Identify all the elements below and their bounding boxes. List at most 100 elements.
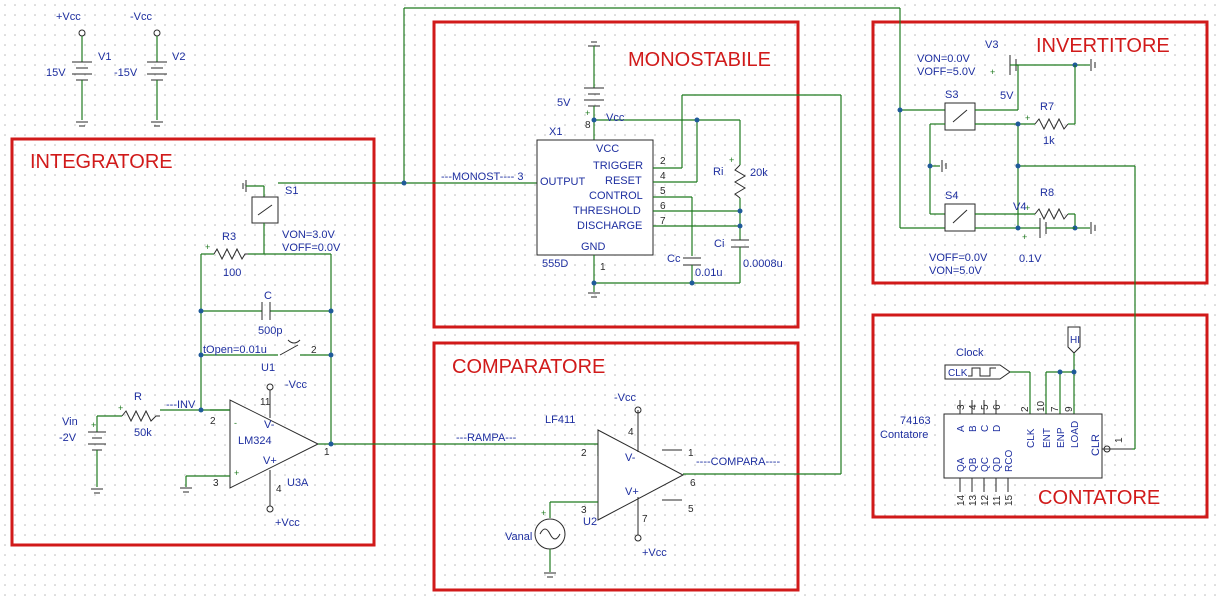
svg-text:555D: 555D bbox=[542, 258, 568, 270]
resistor-ri[interactable]: Ri 20k + bbox=[713, 155, 768, 199]
svg-text:6: 6 bbox=[690, 478, 696, 489]
supply-v3[interactable]: V3 5V + bbox=[985, 39, 1096, 110]
counter-pin-num-b: 4 bbox=[968, 404, 979, 410]
svg-text:Ci: Ci bbox=[714, 238, 724, 250]
counter-pin-num-clk: 2 bbox=[1020, 406, 1031, 412]
resistor-r8[interactable]: R8 + bbox=[1025, 187, 1069, 221]
contatore-box bbox=[871, 313, 1209, 519]
svg-text:-: - bbox=[234, 418, 237, 428]
supply-v1[interactable]: +Vcc V1 15V bbox=[46, 11, 111, 127]
svg-text:1: 1 bbox=[324, 447, 330, 458]
svg-text:U1: U1 bbox=[261, 362, 275, 374]
capacitor-cc[interactable]: Cc 0.01u bbox=[667, 253, 723, 279]
svg-text:0.0008u: 0.0008u bbox=[743, 258, 783, 270]
counter-pin-label-ent: ENT bbox=[1042, 428, 1053, 448]
timer-555[interactable]: X1 VCC TRIGGER RESET OUTPUT CONTROL THRE… bbox=[536, 120, 666, 273]
svg-text:0.1V: 0.1V bbox=[1019, 253, 1042, 265]
svg-text:U3A: U3A bbox=[287, 477, 309, 489]
switch-s4[interactable]: S4 VOFF=0.0V VON=5.0V bbox=[929, 190, 988, 277]
svg-text:1: 1 bbox=[1114, 437, 1125, 443]
svg-text:X1: X1 bbox=[549, 126, 562, 138]
resistor-r7[interactable]: R7 1k + bbox=[1025, 101, 1069, 147]
switch-s1[interactable]: S1 VON=3.0V VOFF=0.0V bbox=[242, 180, 341, 254]
contatore-title: CONTATORE bbox=[1038, 487, 1160, 509]
svg-text:VON=5.0V: VON=5.0V bbox=[929, 265, 983, 277]
switch-s3[interactable]: S3 VON=0.0V VOFF=5.0V bbox=[917, 53, 976, 131]
svg-text:5: 5 bbox=[688, 504, 694, 515]
counter-pin-num-qb: 13 bbox=[968, 494, 979, 506]
svg-text:8: 8 bbox=[585, 120, 591, 131]
monostabile-box bbox=[432, 20, 800, 329]
counter-pin-label-qa: QA bbox=[956, 457, 967, 472]
svg-text:4: 4 bbox=[660, 171, 666, 182]
svg-text:V1: V1 bbox=[98, 51, 111, 63]
svg-text:2: 2 bbox=[581, 448, 587, 459]
counter-pin-label-c: C bbox=[980, 425, 991, 432]
svg-text:LM324: LM324 bbox=[238, 435, 272, 447]
integratore-box bbox=[10, 137, 376, 547]
svg-text:20k: 20k bbox=[750, 167, 768, 179]
svg-text:DISCHARGE: DISCHARGE bbox=[577, 220, 642, 232]
capacitor-c[interactable]: C 500p bbox=[258, 290, 282, 337]
svg-text:11: 11 bbox=[260, 397, 271, 408]
counter-pin-num-c: 5 bbox=[980, 404, 991, 410]
svg-text:VCC: VCC bbox=[596, 143, 619, 155]
counter-pin-label-b: B bbox=[968, 425, 979, 432]
counter-pin-num-qd: 11 bbox=[992, 495, 1003, 506]
svg-text:1k: 1k bbox=[1043, 135, 1055, 147]
invertitore-box bbox=[871, 20, 1209, 285]
svg-text:50k: 50k bbox=[134, 427, 152, 439]
svg-text:V+: V+ bbox=[625, 486, 639, 498]
svg-text:Vcc: Vcc bbox=[606, 112, 625, 124]
supply-v2[interactable]: -Vcc V2 -15V bbox=[114, 11, 185, 127]
opamp-lf411[interactable]: LF411 V- V+ -Vcc +Vcc 2 3 4 7 6 1 5 U2 bbox=[545, 392, 696, 559]
svg-text:VOFF=5.0V: VOFF=5.0V bbox=[917, 66, 976, 78]
clock-source[interactable]: Clock CLK bbox=[944, 347, 1011, 380]
svg-text:TRIGGER: TRIGGER bbox=[593, 160, 643, 172]
counter-pin-label-qd: QD bbox=[992, 457, 1003, 472]
svg-text:5V: 5V bbox=[557, 97, 571, 109]
svg-text:3: 3 bbox=[581, 505, 587, 516]
supply-v4[interactable]: V4 0.1V + bbox=[1013, 201, 1075, 265]
svg-text:-Vcc: -Vcc bbox=[614, 392, 637, 404]
svg-text:VOFF=0.0V: VOFF=0.0V bbox=[929, 252, 988, 264]
opamp-lm324[interactable]: V- LM324 V+ + - 2 3 11 4 1 -Vcc U3A +Vcc bbox=[210, 379, 330, 529]
svg-text:VOFF=0.0V: VOFF=0.0V bbox=[282, 242, 341, 254]
net-monost: ---MONOST---- 3 bbox=[441, 171, 523, 183]
svg-text:100: 100 bbox=[223, 267, 241, 279]
svg-text:7: 7 bbox=[660, 216, 666, 227]
counter-pin-num-rco: 15 bbox=[1004, 494, 1015, 506]
counter-pin-num-a: 3 bbox=[956, 404, 967, 410]
svg-text:V2: V2 bbox=[172, 51, 185, 63]
svg-text:+: + bbox=[1025, 203, 1030, 213]
hi-flag[interactable]: HI bbox=[1067, 326, 1081, 354]
counter-pin-num-ent: 10 bbox=[1036, 400, 1047, 412]
resistor-r[interactable]: R 50k + bbox=[118, 391, 160, 439]
source-vanal[interactable]: Vanal + bbox=[505, 508, 566, 550]
svg-text:+: + bbox=[118, 403, 123, 413]
counter-pin-label-load: LOAD bbox=[1070, 421, 1081, 448]
svg-text:S3: S3 bbox=[945, 89, 958, 101]
counter-pin-num-load: 9 bbox=[1064, 406, 1075, 412]
svg-text:Contatore: Contatore bbox=[880, 429, 928, 441]
svg-text:+Vcc: +Vcc bbox=[275, 517, 300, 529]
svg-text:4: 4 bbox=[276, 484, 282, 495]
svg-text:15V: 15V bbox=[46, 67, 66, 79]
svg-text:500p: 500p bbox=[258, 325, 282, 337]
source-vin[interactable]: Vin -2V + bbox=[59, 415, 122, 494]
svg-text:4: 4 bbox=[628, 427, 634, 438]
svg-text:0.01u: 0.01u bbox=[695, 267, 723, 279]
svg-text:5: 5 bbox=[660, 186, 666, 197]
supply-5v[interactable]: 5V + bbox=[557, 41, 604, 118]
counter-pin-num-d: 6 bbox=[992, 404, 1003, 410]
counter-pin-num-enp: 7 bbox=[1050, 406, 1061, 412]
counter-pin-label-qb: QB bbox=[968, 457, 979, 472]
svg-text:U2: U2 bbox=[583, 516, 597, 528]
resistor-r3[interactable]: R3 100 + bbox=[205, 231, 248, 279]
net-rampa: ---RAMPA--- bbox=[456, 432, 517, 444]
time-switch-u1[interactable]: tOpen=0.01u U1 2 bbox=[203, 339, 317, 374]
svg-text:GND: GND bbox=[581, 241, 606, 253]
svg-text:5V: 5V bbox=[1000, 90, 1014, 102]
